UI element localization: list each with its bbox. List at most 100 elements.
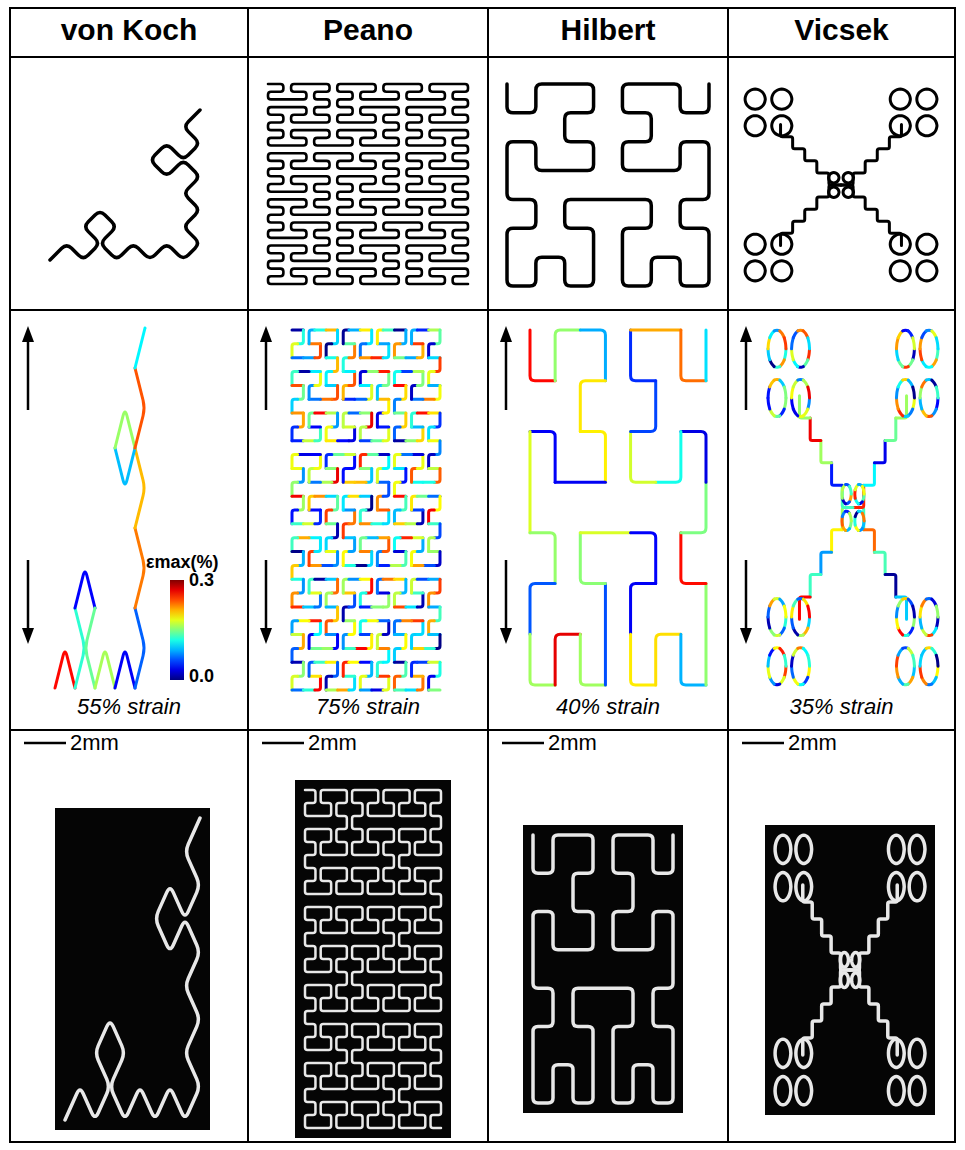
strain-map-curve [417, 412, 428, 415]
interconnect-curve [50, 110, 200, 260]
strain-map-curve [298, 619, 309, 622]
strain-map-curve [412, 564, 423, 567]
strain-map-curve [315, 344, 321, 358]
fabricated-interconnect [775, 1077, 791, 1105]
strain-map-curve [326, 621, 332, 635]
strain-map-curve [383, 621, 389, 635]
strain-map-curve [383, 510, 389, 524]
strain-map-curve [303, 605, 314, 608]
strain-map-curve [394, 427, 400, 441]
strain-map-curve [292, 621, 298, 635]
strain-map-curve [298, 496, 304, 510]
strain-map-curve [115, 412, 135, 448]
strain-map-curve [383, 427, 389, 441]
strain-map-curve [920, 398, 922, 409]
table-border [10, 8, 955, 1142]
strain-map-curve [343, 552, 349, 566]
strain-map-curve [394, 550, 405, 553]
strain-map-curve [343, 468, 349, 482]
strain-map-curve [936, 617, 938, 628]
strain-map-curve [434, 524, 440, 538]
strain-map-curve [315, 495, 326, 498]
strain-map-curve [808, 666, 810, 677]
strain-map-curve [315, 372, 321, 386]
strain-map-curve [412, 592, 423, 595]
strain-map-curve [423, 564, 434, 567]
strain-map-curve [913, 606, 915, 617]
strain-map-curve [862, 513, 864, 521]
strain-map-curve [555, 481, 605, 484]
table-rule [487, 8, 489, 1142]
strain-map-curve [412, 398, 423, 401]
strain-map-curve [936, 606, 938, 617]
strain-map-curve [808, 338, 810, 349]
strain-map-curve [135, 328, 145, 368]
strain-map-curve [292, 467, 303, 470]
strain-map-curve [808, 349, 810, 360]
strain-map-curve [355, 647, 366, 650]
strain-map-curve [394, 578, 405, 581]
strain-map-curve [412, 619, 423, 622]
fabricated-interconnect [888, 1039, 904, 1067]
strain-map-curve [406, 356, 417, 359]
strain-map-curve [394, 648, 400, 662]
strain-map-curve [681, 330, 706, 381]
strain-map-curve [326, 605, 337, 608]
strain-map-curve [864, 530, 875, 552]
strain-map-curve [332, 552, 338, 566]
strain-map-curve [372, 605, 383, 608]
strain-label: 40% strain [488, 694, 728, 720]
arrow-head [500, 326, 512, 342]
strain-map-curve [309, 481, 320, 484]
strain-map-curve [343, 662, 349, 676]
strain-map-curve [412, 579, 418, 593]
strain-map-curve [383, 676, 389, 690]
strain-map-curve [896, 349, 898, 360]
strain-map-curve [394, 482, 400, 496]
strain-map-curve [360, 495, 371, 498]
strain-map-curve [631, 431, 656, 482]
strain-map-curve [383, 648, 389, 662]
fabricated-interconnect [852, 953, 860, 968]
strain-map-curve [360, 384, 371, 387]
strain-map-curve [303, 439, 314, 442]
strain-map-curve [417, 578, 428, 581]
strain-map-curve [412, 425, 423, 428]
strain-map-curve [377, 536, 388, 539]
strain-map-curve [377, 564, 388, 567]
strain-map-curve [343, 592, 354, 595]
arrow-head [260, 326, 272, 342]
strain-map-curve [377, 330, 383, 344]
fabricated-interconnect [888, 835, 904, 863]
strain-map-curve [332, 524, 338, 538]
strain-map-curve [366, 579, 372, 593]
strain-map-curve [580, 330, 605, 381]
strain-map-curve [292, 689, 303, 692]
strain-map-curve [913, 655, 915, 666]
strain-map-curve [326, 344, 332, 358]
strain-map-curve [366, 413, 372, 427]
strain-map-curve [292, 510, 298, 524]
interconnect-curve [772, 89, 792, 109]
strain-map-curve [530, 330, 555, 381]
strain-map-curve [631, 329, 681, 332]
strain-map-curve [920, 666, 922, 677]
strain-map-curve [326, 522, 337, 525]
strain-map-curve [360, 329, 371, 332]
load-arrow [505, 560, 508, 632]
strain-map-curve [417, 538, 423, 552]
arrow-head [740, 326, 752, 342]
strain-map-curve [784, 606, 786, 617]
strain-map-curve [412, 552, 418, 566]
strain-map-curve [768, 617, 770, 628]
strain-map-curve [389, 564, 400, 567]
fabricated-interconnect [305, 790, 441, 1128]
load-arrow [27, 338, 30, 410]
load-arrow [27, 560, 30, 632]
strain-map-curve [394, 399, 400, 413]
strain-map-curve [326, 593, 332, 607]
strain-map-curve [326, 510, 332, 524]
strain-map-curve [298, 536, 309, 539]
strain-map-curve [372, 522, 383, 525]
